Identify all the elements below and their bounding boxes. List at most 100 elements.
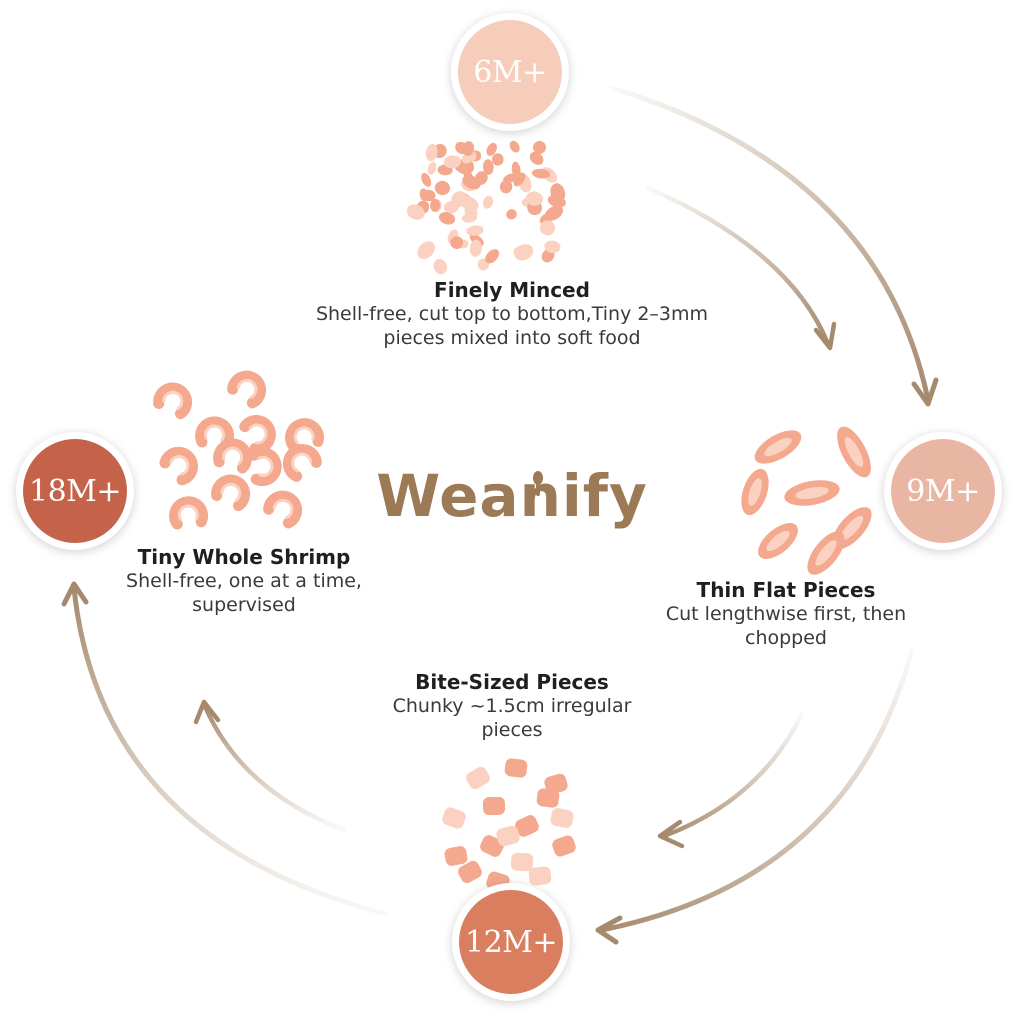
bite-sized-shrimp-chunk — [466, 766, 490, 790]
minced-shrimp-bit — [485, 249, 500, 264]
stage-desc-18m-line1: Shell-free, one at a time, — [126, 570, 362, 592]
stage-desc-12m-line2: pieces — [481, 719, 543, 741]
whole-shrimp-curl — [248, 447, 282, 487]
inner-arrow-9m-to-12m — [661, 711, 805, 839]
whole-shrimp-highlight — [220, 482, 242, 502]
flat-shrimp-piece-highlight — [748, 478, 762, 506]
minced-shrimp-bit — [491, 153, 504, 166]
stage-desc-6m-line2: pieces mixed into soft food — [383, 327, 641, 349]
whole-shrimp-highlight — [162, 390, 184, 410]
arrow-6m-to-9m — [609, 85, 931, 403]
minced-shrimp-bit — [544, 205, 564, 221]
flat-shrimp-piece-highlight — [815, 540, 837, 566]
bite-sized-shrimp-chunk — [458, 860, 482, 884]
whole-shrimp-curl — [211, 474, 251, 512]
minced-shrimp-pile-image — [406, 140, 566, 275]
bite-sized-shrimp-chunk — [444, 846, 468, 866]
flat-shrimp-piece-highlight — [844, 436, 864, 468]
bite-sized-shrimp-chunk — [496, 825, 520, 847]
minced-shrimp-bit — [499, 180, 513, 194]
whole-shrimp-curl — [169, 496, 209, 530]
whole-shrimp-curl — [159, 446, 199, 486]
minced-shrimp-bit — [462, 141, 475, 157]
bite-sized-shrimp-chunk — [504, 758, 528, 778]
whole-shrimp-curl — [263, 490, 303, 529]
minced-shrimp-bit — [506, 209, 517, 220]
minced-shrimp-bit — [443, 200, 460, 214]
whole-shrimp-highlight — [204, 424, 225, 442]
minced-shrimp-bit — [533, 140, 546, 154]
bite-sized-shrimp-chunk — [536, 788, 560, 808]
whole-shrimp-highlight — [293, 426, 315, 445]
whole-shrimp-highlight — [248, 423, 268, 445]
minced-shrimp-bit — [539, 220, 556, 236]
age-label-18m: 18M+ — [28, 473, 122, 509]
stage-text-12m: Bite-Sized Pieces Chunky ~1.5cm irregula… — [362, 670, 662, 742]
age-badge-9m-fill: 9M+ — [891, 439, 995, 543]
whole-shrimp-highlight — [177, 504, 199, 521]
flat-shrimp-piece-highlight — [795, 486, 829, 500]
bite-sized-shrimp-chunk — [515, 815, 539, 837]
age-label-12m: 12M+ — [464, 924, 558, 960]
whole-shrimp-image — [153, 370, 324, 530]
stage-desc-12m-line1: Chunky ~1.5cm irregular — [392, 695, 632, 717]
flat-shrimp-piece-highlight — [764, 437, 792, 457]
whole-shrimp-highlight — [272, 498, 294, 519]
stage-title-18m: Tiny Whole Shrimp — [137, 545, 351, 569]
inner-arrow-12m-to-18m — [201, 701, 347, 833]
minced-shrimp-bit — [419, 188, 428, 202]
whole-shrimp-highlight — [257, 455, 274, 477]
minced-shrimp-bit — [434, 180, 450, 196]
minced-shrimp-bit — [462, 175, 481, 190]
arrowhead-6m-to-9m — [911, 377, 939, 407]
minced-shrimp-bit — [531, 168, 551, 179]
age-badge-12m: 12M+ — [452, 883, 570, 1001]
whole-shrimp-highlight — [222, 446, 244, 465]
minced-shrimp-bit — [433, 258, 448, 275]
age-badge-18m: 18M+ — [16, 432, 134, 550]
minced-shrimp-bit — [438, 212, 456, 225]
inner-arrow-6m-to-9m — [645, 185, 831, 347]
arrowhead-12m-to-18m — [61, 581, 89, 607]
minced-shrimp-bit — [443, 155, 461, 169]
minced-shrimp-bit — [427, 161, 437, 175]
minced-shrimp-bit — [430, 198, 441, 212]
arrowhead-inner-12m-to-18m — [193, 699, 221, 725]
minced-shrimp-bit — [469, 239, 482, 257]
whole-shrimp-curl — [153, 382, 193, 420]
arrowhead-9m-to-12m — [595, 915, 623, 945]
minced-shrimp-bit — [529, 151, 544, 165]
minced-shrimp-bit — [482, 195, 494, 209]
stage-desc-9m-line1: Cut lengthwise first, then — [665, 603, 907, 625]
stage-desc-6m-line1: Shell-free, cut top to bottom,Tiny 2–3mm — [315, 303, 709, 325]
bite-sized-shrimp-chunk — [550, 808, 574, 828]
minced-shrimp-bit — [421, 172, 432, 187]
flat-shrimp-piece-highlight — [840, 515, 864, 541]
stage-text-9m: Thin Flat Pieces Cut lengthwise first, t… — [646, 578, 926, 650]
minced-shrimp-bit — [544, 240, 561, 254]
stage-title-9m: Thin Flat Pieces — [696, 578, 876, 602]
minced-shrimp-bit — [417, 241, 435, 259]
minced-shrimp-bit — [450, 236, 464, 250]
minced-shrimp-bit — [425, 143, 438, 162]
bite-sized-shrimp-chunk — [442, 807, 466, 829]
minced-shrimp-bit — [406, 204, 425, 220]
arrow-9m-to-12m — [599, 647, 915, 933]
stage-desc-9m-line2: chopped — [745, 627, 827, 649]
whole-shrimp-curl — [213, 438, 253, 474]
stage-text-18m: Tiny Whole Shrimp Shell-free, one at a t… — [96, 545, 392, 617]
minced-shrimp-bit — [482, 159, 494, 175]
bite-sized-shrimp-chunk — [482, 796, 506, 816]
whole-shrimp-curl — [239, 415, 276, 454]
age-label-9m: 9M+ — [906, 473, 980, 509]
age-badge-6m: 6M+ — [451, 13, 569, 131]
minced-shrimp-bit — [547, 195, 566, 208]
weanify-logo: Weanify — [376, 462, 648, 530]
whole-shrimp-highlight — [291, 452, 313, 473]
stage-desc-18m-line2: supervised — [192, 594, 296, 616]
minced-shrimp-bit — [466, 225, 484, 236]
bite-sized-shrimp-chunk — [544, 773, 568, 795]
